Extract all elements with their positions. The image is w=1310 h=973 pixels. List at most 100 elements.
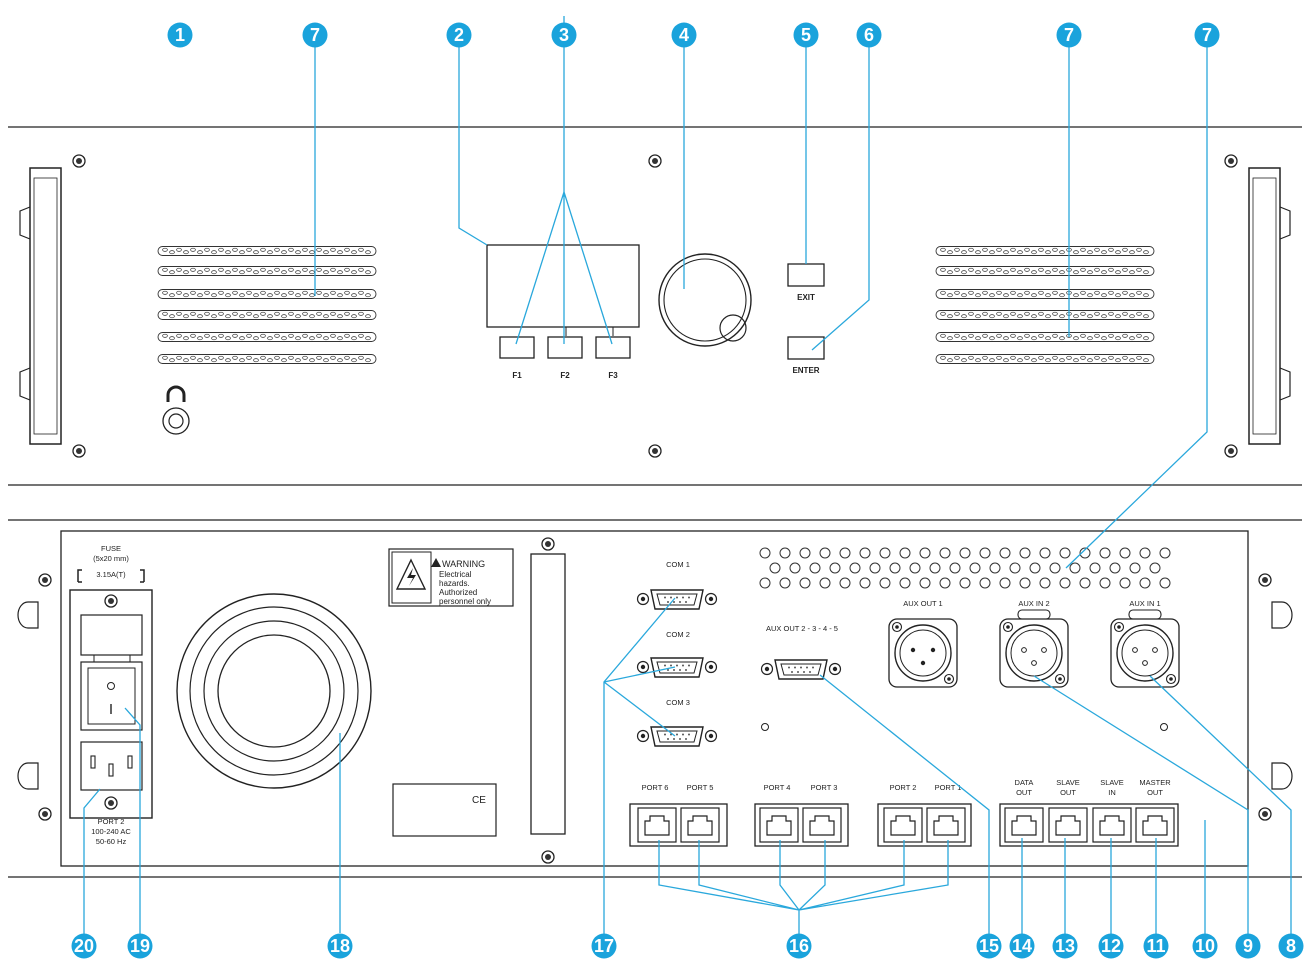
callout-7: 7 <box>1056 22 1082 48</box>
svg-text:18: 18 <box>330 936 350 956</box>
aux-in1-label: AUX IN 1 <box>1129 599 1160 608</box>
slave-in-label-2: IN <box>1108 788 1116 797</box>
screw-icon <box>72 154 86 168</box>
svg-text:3: 3 <box>559 25 569 45</box>
port4-label: PORT 4 <box>764 783 791 792</box>
aux-out1-connector <box>888 618 958 688</box>
svg-text:15: 15 <box>979 936 999 956</box>
f1-button[interactable] <box>499 336 535 359</box>
master-out-label-2: OUT <box>1147 788 1163 797</box>
port6-label: PORT 6 <box>642 783 669 792</box>
port1-label: PORT 1 <box>935 783 962 792</box>
warning-text-4: personnel only <box>439 597 491 606</box>
screw-icon <box>648 154 662 168</box>
aux-in1-connector <box>1110 618 1180 688</box>
callout-17: 17 <box>591 933 617 959</box>
front-right-handle <box>1248 167 1291 445</box>
aux-out-multi-port <box>760 659 842 680</box>
aux-in2-label: AUX IN 2 <box>1018 599 1049 608</box>
callout-9: 9 <box>1235 933 1261 959</box>
rotary-encoder-knob[interactable] <box>658 253 752 347</box>
svg-text:2: 2 <box>454 25 464 45</box>
power-voltage-label: 100-240 AC <box>91 827 131 836</box>
ce-label-plate <box>392 783 497 837</box>
network-port-group <box>999 803 1179 847</box>
port1-jack <box>926 807 966 843</box>
aux-out-multi-label: AUX OUT 2 - 3 - 4 - 5 <box>766 624 838 633</box>
com2-port <box>636 657 718 678</box>
exit-button[interactable] <box>787 263 825 287</box>
svg-text:11: 11 <box>1146 936 1165 956</box>
slave-in-jack <box>1092 807 1132 843</box>
exit-label: EXIT <box>797 293 815 302</box>
power-switch[interactable] <box>80 661 143 731</box>
port-group-6-5 <box>629 803 728 847</box>
fuse-drawer[interactable] <box>80 614 143 656</box>
com3-port <box>636 726 718 747</box>
data-out-jack <box>1004 807 1044 843</box>
svg-text:5: 5 <box>801 25 811 45</box>
data-out-label-2: OUT <box>1016 788 1032 797</box>
warning-title: WARNING <box>442 559 485 569</box>
port4-jack <box>759 807 799 843</box>
screw-icon <box>541 537 555 551</box>
callout-7: 7 <box>1194 22 1220 48</box>
com1-port <box>636 589 718 610</box>
port5-jack <box>680 807 720 843</box>
warning-text-1: Electrical <box>439 570 472 579</box>
iec-power-inlet <box>80 741 143 791</box>
slave-in-label-1: SLAVE <box>1100 778 1124 787</box>
screw-icon <box>541 850 555 864</box>
callout-13: 13 <box>1052 933 1078 959</box>
svg-text:4: 4 <box>679 25 689 45</box>
f3-button[interactable] <box>595 336 631 359</box>
callout-20: 20 <box>71 933 97 959</box>
callout-19: 19 <box>127 933 153 959</box>
aux-out1-label: AUX OUT 1 <box>903 599 942 608</box>
svg-text:7: 7 <box>1202 25 1212 45</box>
port3-jack <box>802 807 842 843</box>
com2-label: COM 2 <box>666 630 690 639</box>
master-out-jack <box>1135 807 1175 843</box>
expansion-slot-cover <box>530 553 566 835</box>
screw-icon <box>1224 444 1238 458</box>
power-frequency-label: 50-60 Hz <box>96 837 127 846</box>
f1-label: F1 <box>512 371 522 380</box>
svg-text:19: 19 <box>130 936 150 956</box>
callout-15: 15 <box>976 933 1002 959</box>
aux-in2-connector <box>999 618 1069 688</box>
callout-7: 7 <box>302 22 328 48</box>
enter-label: ENTER <box>792 366 819 375</box>
port5-label: PORT 5 <box>687 783 714 792</box>
callout-5: 5 <box>793 22 819 48</box>
fuse-rating-label: 3.15A(T) <box>96 570 126 579</box>
screw-icon <box>648 444 662 458</box>
callout-badges: 1 7 2 3 4 5 6 7 7 20 19 18 17 16 15 14 1… <box>71 22 1304 959</box>
callout-leader-lines <box>83 16 1292 935</box>
com1-label: COM 1 <box>666 560 690 569</box>
warning-icon <box>431 558 441 567</box>
port6-jack <box>637 807 677 843</box>
enter-button[interactable] <box>787 336 825 360</box>
port-group-4-3 <box>754 803 849 847</box>
com3-label: COM 3 <box>666 698 690 707</box>
power-entry-module <box>69 589 153 819</box>
callout-8: 8 <box>1278 933 1304 959</box>
f2-button[interactable] <box>547 336 583 359</box>
port-group-2-1 <box>877 803 972 847</box>
svg-text:6: 6 <box>864 25 874 45</box>
screw-icon <box>1258 807 1272 821</box>
port2-jack <box>883 807 923 843</box>
svg-text:7: 7 <box>1064 25 1074 45</box>
svg-text:12: 12 <box>1101 936 1121 956</box>
callout-16: 16 <box>786 933 812 959</box>
callout-2: 2 <box>446 22 472 48</box>
slave-out-label-1: SLAVE <box>1056 778 1080 787</box>
callout-10: 10 <box>1192 933 1218 959</box>
callout-6: 6 <box>856 22 882 48</box>
front-panel: F1 F2 F3 EXIT ENTER <box>8 126 1302 486</box>
svg-text:13: 13 <box>1055 936 1075 956</box>
svg-text:9: 9 <box>1243 936 1253 956</box>
data-out-label-1: DATA <box>1015 778 1034 787</box>
screw-icon <box>38 807 52 821</box>
